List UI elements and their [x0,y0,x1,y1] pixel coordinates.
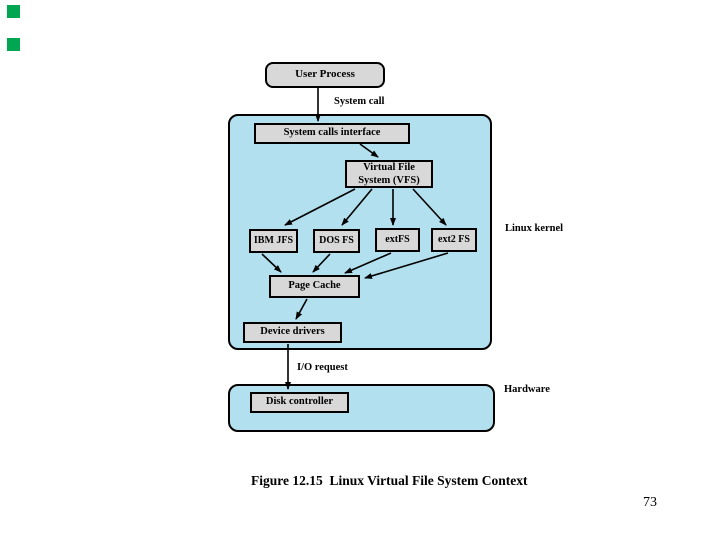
vfs-label-line2: System (VFS) [358,175,420,186]
node-extfs: extFS [375,228,420,252]
node-user-process: User Process [265,62,385,88]
figure-caption: Figure 12.15 Linux Virtual File System C… [251,473,528,488]
node-page-cache: Page Cache [269,275,360,298]
node-disk-controller: Disk controller [250,392,349,413]
vfs-label-line1: Virtual File [363,162,415,173]
node-system-calls-interface: System calls interface [254,123,410,144]
node-ibm-jfs: IBM JFS [249,229,298,253]
label-hardware: Hardware [504,384,550,395]
label-system-call: System call [334,96,385,107]
label-io-request: I/O request [297,362,348,373]
node-dos-fs: DOS FS [313,229,360,253]
green-square-decor-top [7,5,20,18]
green-square-decor-bottom [7,38,20,51]
node-ext2-fs: ext2 FS [431,228,477,252]
page-number: 73 [643,495,657,510]
node-device-drivers: Device drivers [243,322,342,343]
node-virtual-file-system: Virtual File System (VFS) [345,160,433,188]
label-linux-kernel: Linux kernel [505,223,564,234]
